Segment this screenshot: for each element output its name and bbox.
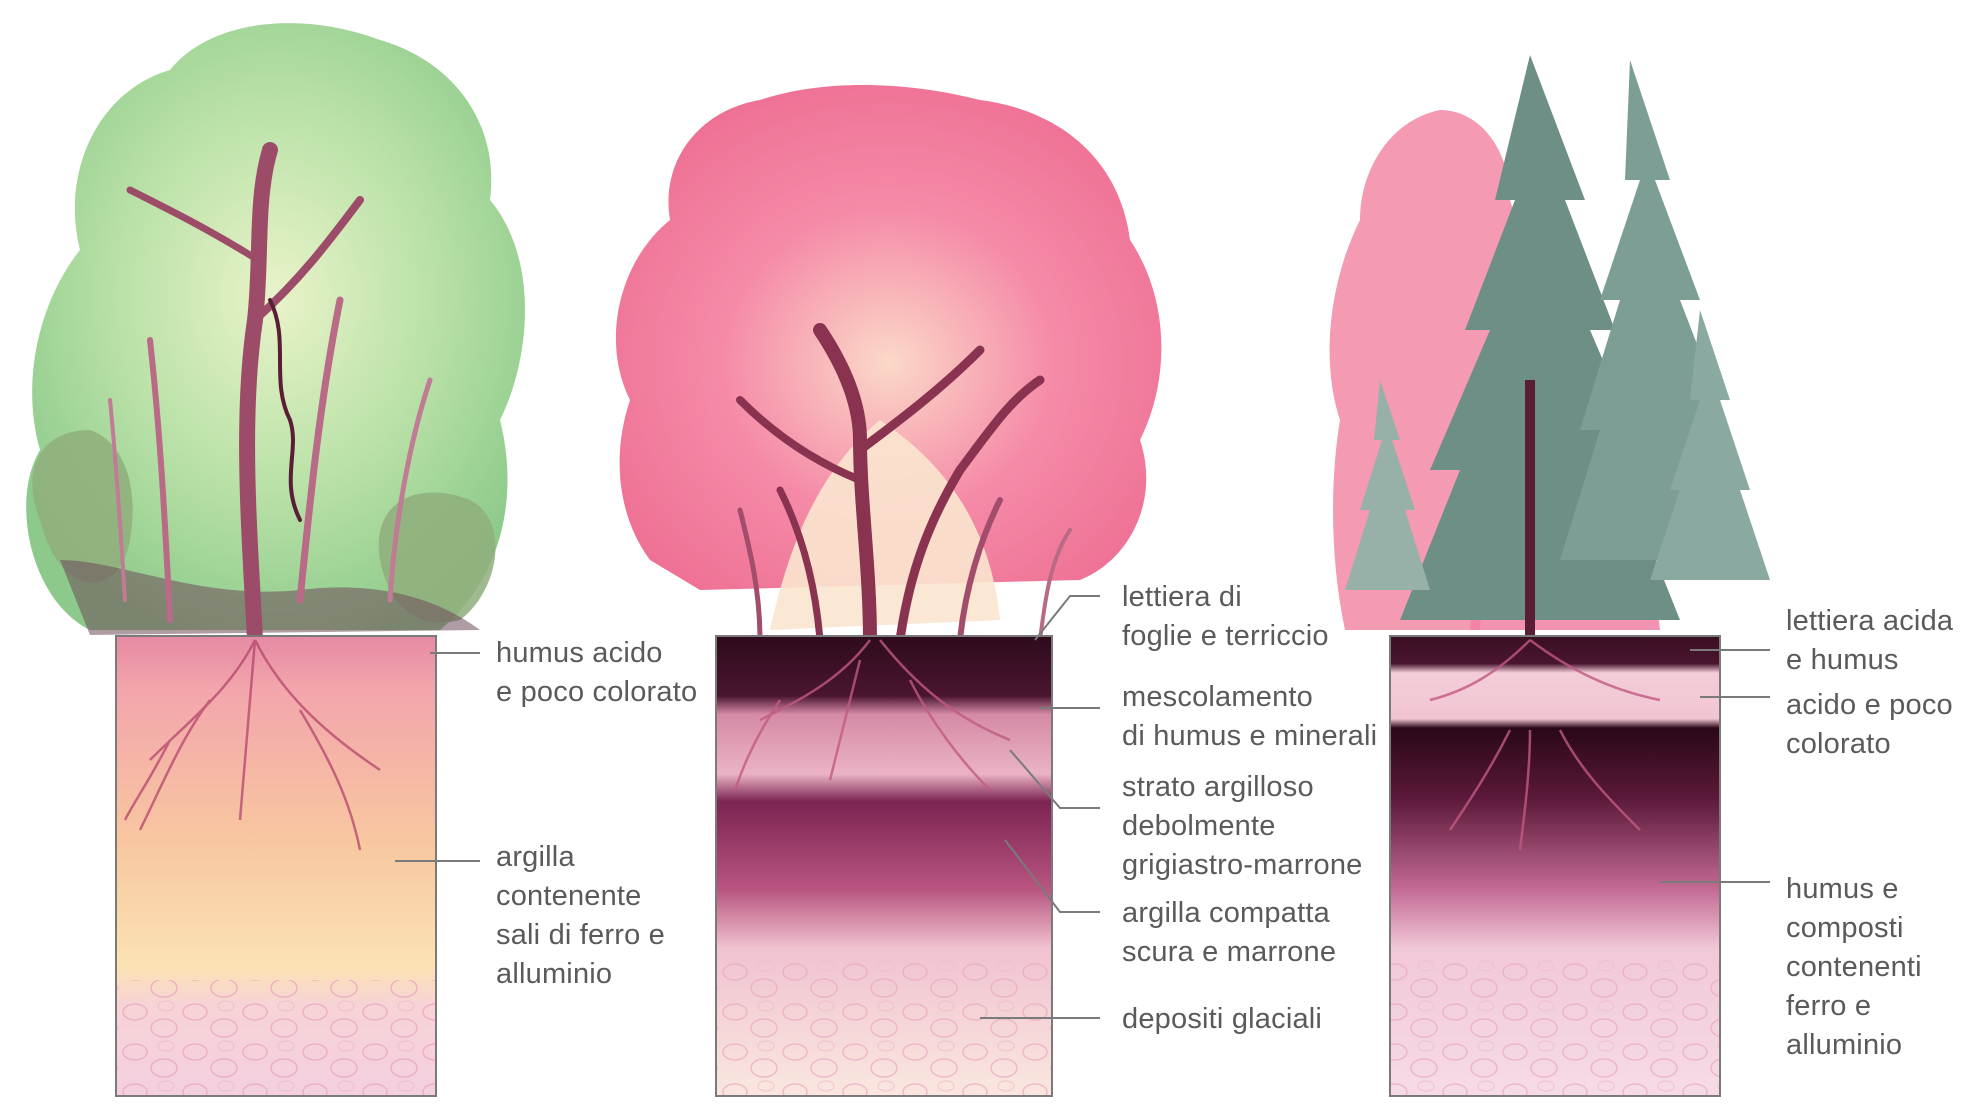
label-depositi-glaciali: depositi glaciali xyxy=(1122,1000,1322,1039)
deciduous-forest-panel xyxy=(616,85,1161,1096)
label-lettiera-acida: lettiera acida e humus xyxy=(1786,602,1953,680)
tropical-forest-panel xyxy=(26,23,525,1096)
label-humus-acido: humus acido e poco colorato xyxy=(496,634,697,712)
label-argilla-contenente: argilla contenente sali di ferro e allum… xyxy=(496,838,665,994)
label-argilla-compatta: argilla compatta scura e marrone xyxy=(1122,894,1336,972)
pink-canopy xyxy=(616,85,1161,630)
tropical-soil-profile xyxy=(116,636,436,1096)
deciduous-soil-profile xyxy=(716,636,1052,1096)
label-mescolamento: mescolamento di humus e minerali xyxy=(1122,678,1377,756)
conifer-forest-panel xyxy=(1330,55,1770,1096)
label-acido-poco-colorato: acido e poco colorato xyxy=(1786,686,1953,764)
label-lettiera-di-foglie: lettiera di foglie e terriccio xyxy=(1122,578,1329,656)
conifer-soil-profile xyxy=(1390,636,1720,1096)
label-humus-composti: humus e composti contenenti ferro e allu… xyxy=(1786,870,1922,1065)
label-strato-argilloso: strato argilloso debolmente grigiastro-m… xyxy=(1122,768,1363,885)
green-canopy xyxy=(26,23,525,635)
